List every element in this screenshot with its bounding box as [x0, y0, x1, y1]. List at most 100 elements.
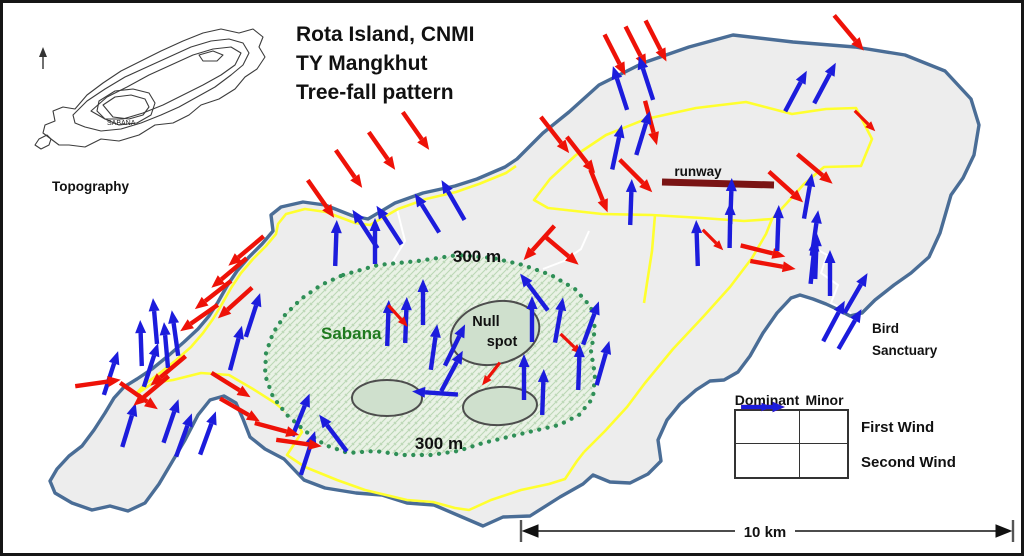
legend-table — [734, 401, 849, 479]
second-wind-dominant-arrow — [824, 250, 836, 296]
second-wind-dominant-arrow — [400, 297, 412, 344]
first-wind-dominant-arrow — [523, 224, 557, 261]
second-wind-dominant-arrow — [120, 403, 138, 448]
first-wind-dominant-arrow — [795, 152, 833, 184]
runway-bar — [661, 178, 775, 189]
inset-sabana-label: SABANA — [107, 120, 136, 127]
second-wind-dominant-arrow — [439, 350, 463, 393]
second-wind-dominant-arrow — [637, 56, 656, 101]
forest-patch-ellipse-east — [462, 385, 538, 427]
first-wind-dominant-arrow — [210, 370, 251, 398]
legend-header-minor: Minor — [805, 392, 844, 408]
legend-label-second-wind: Second Wind — [861, 454, 956, 471]
legend-header: Dominant Minor — [734, 392, 984, 408]
second-wind-dominant-arrow — [141, 343, 160, 388]
second-wind-dominant-arrow — [198, 411, 217, 456]
second-wind-dominant-arrow — [148, 298, 160, 345]
second-wind-dominant-arrow — [290, 393, 310, 438]
first-wind-dominant-arrow — [275, 437, 322, 450]
figure-title-line1: Rota Island, CNMI — [296, 23, 475, 46]
bird-sanctuary-label-line1: Bird — [872, 321, 899, 336]
first-wind-minor-arrow — [853, 109, 876, 132]
first-wind-minor-arrow — [701, 228, 724, 251]
legend-cell-first-minor — [742, 402, 847, 444]
second-wind-dominant-arrow — [783, 70, 807, 113]
first-wind-dominant-arrow — [334, 148, 363, 188]
bird-sanctuary-label-line2: Sanctuary — [872, 343, 938, 358]
second-wind-dominant-arrow — [414, 193, 442, 234]
second-wind-dominant-arrow — [319, 414, 349, 453]
runway-label: runway — [674, 164, 722, 179]
first-wind-dominant-arrow — [749, 258, 796, 273]
sabana-label: Sabana — [321, 324, 382, 343]
second-wind-dominant-arrow — [520, 273, 550, 312]
first-wind-dominant-arrow — [217, 285, 254, 319]
contour-label-top: 300 m — [453, 247, 501, 266]
scale-bar: 10 km — [519, 520, 1015, 542]
boundary-road-south — [134, 371, 586, 512]
second-wind-dominant-arrow — [821, 300, 845, 343]
second-wind-dominant-arrow — [330, 220, 342, 267]
second-wind-dominant-arrow — [101, 351, 120, 396]
boundary-road-plateau-loop — [532, 100, 874, 223]
second-wind-dominant-arrow — [168, 310, 181, 357]
second-wind-dominant-arrow — [611, 66, 630, 111]
second-wind-dominant-arrow — [442, 324, 466, 367]
second-wind-dominant-arrow — [526, 296, 538, 342]
first-wind-dominant-arrow — [588, 168, 608, 213]
second-wind-dominant-arrow — [725, 178, 737, 225]
figure-title-line2: TY Mangkhut — [296, 52, 427, 75]
scale-label: 10 km — [744, 524, 787, 541]
first-wind-dominant-arrow — [118, 381, 158, 410]
second-wind-dominant-arrow — [428, 324, 441, 371]
null-spot-label-line2: spot — [487, 334, 518, 350]
second-wind-dominant-arrow — [610, 124, 625, 170]
second-wind-dominant-arrow — [842, 273, 868, 315]
figure-title-line3: Tree-fall pattern — [296, 81, 454, 104]
first-wind-dominant-arrow — [194, 279, 233, 310]
first-wind-dominant-arrow — [211, 256, 249, 288]
map-canvas: SABANA 10 km Rota Island, CNMI TY Mangkh… — [34, 13, 1015, 542]
null-spot-ellipse — [449, 300, 541, 366]
contour-label-bottom: 300 m — [415, 434, 463, 453]
first-wind-dominant-arrow — [539, 115, 570, 154]
north-arrow-icon — [39, 47, 47, 69]
second-wind-dominant-arrow — [441, 180, 467, 222]
second-wind-dominant-arrow — [243, 293, 262, 338]
boundary-road-east — [583, 218, 774, 453]
topography-inset: SABANA — [34, 28, 266, 150]
forest-patch-ellipse-west — [351, 379, 423, 417]
first-wind-dominant-arrow — [618, 158, 653, 193]
first-wind-dominant-arrow — [133, 374, 171, 406]
second-wind-dominant-arrow — [625, 179, 637, 226]
first-wind-dominant-arrow — [306, 178, 335, 218]
second-wind-dominant-arrow — [810, 233, 822, 280]
boundary-road-spur — [642, 214, 657, 304]
second-wind-dominant-arrow — [573, 344, 585, 391]
second-wind-dominant-arrow — [412, 386, 459, 398]
second-wind-dominant-arrow — [174, 413, 193, 458]
second-wind-dominant-arrow — [836, 309, 862, 351]
second-wind-dominant-arrow — [159, 322, 171, 369]
first-wind-dominant-arrow — [401, 110, 430, 150]
first-wind-dominant-arrow — [180, 303, 220, 332]
legend-cell-second-minor — [742, 402, 847, 477]
second-wind-dominant-arrow — [417, 279, 429, 325]
second-wind-minor-arrow — [742, 402, 772, 412]
second-wind-dominant-arrow — [691, 220, 703, 267]
first-wind-dominant-arrow — [367, 130, 396, 170]
first-wind-minor-arrow — [482, 361, 502, 386]
wind-arrow-layer — [74, 13, 876, 476]
second-wind-dominant-arrow — [801, 173, 816, 220]
second-wind-dominant-arrow — [161, 399, 180, 444]
second-wind-dominant-arrow — [369, 218, 381, 264]
first-wind-dominant-arrow — [643, 19, 667, 62]
map-labels: Rota Island, CNMI TY Mangkhut Tree-fall … — [52, 23, 938, 453]
second-wind-dominant-arrow — [135, 320, 147, 367]
second-wind-dominant-arrow — [552, 297, 567, 344]
first-wind-dominant-arrow — [541, 233, 579, 265]
legend-header-dominant: Dominant — [734, 392, 800, 408]
topography-caption: Topography — [52, 179, 129, 194]
legend-label-first-wind: First Wind — [861, 419, 935, 436]
